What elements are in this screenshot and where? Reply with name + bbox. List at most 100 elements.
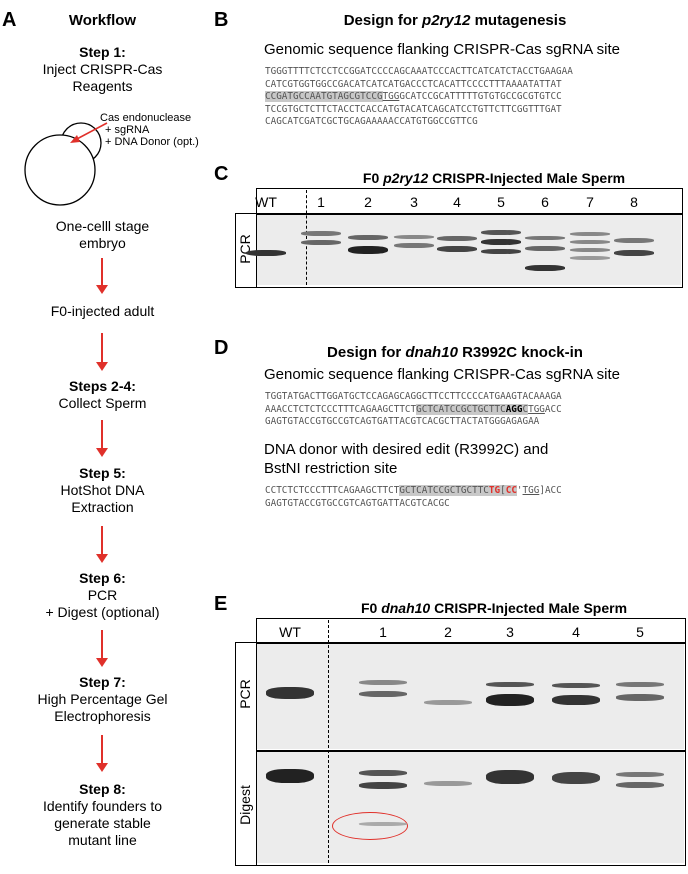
gel-band: [359, 822, 407, 826]
panel-e-lane-label: 5: [636, 624, 644, 640]
panel-c-lane-label: 8: [630, 194, 638, 210]
workflow-title: Workflow: [68, 12, 137, 29]
panel-b-title: Design for p2ry12 mutagenesis: [343, 12, 567, 29]
panel-e-title: F0 dnah10 CRISPR-Injected Male Sperm: [360, 600, 628, 616]
gel-band: [525, 265, 565, 271]
panel-e-lane-label: 3: [506, 624, 514, 640]
step5-block: Step 5: HotShot DNA Extraction: [0, 465, 205, 516]
gel-band: [301, 231, 341, 236]
panel-e-lane-header-line: [256, 642, 686, 644]
gel-band: [486, 770, 534, 784]
gel-band: [246, 250, 286, 256]
panel-c-lane-label: WT: [255, 194, 277, 210]
panel-e-digest-image: [257, 752, 684, 863]
step1-block: Step 1: Inject CRISPR-Cas Reagents: [0, 44, 205, 95]
gel-band: [301, 240, 341, 245]
step6-title: Step 6:: [79, 570, 126, 586]
panel-e-section-line: [235, 750, 686, 752]
gel-band: [570, 248, 610, 252]
reagent-donor: + DNA Donor (opt.): [105, 136, 199, 148]
gel-band: [359, 770, 407, 776]
panel-c-lane-label: 1: [317, 194, 325, 210]
gel-band: [359, 782, 407, 789]
step1-text: Inject CRISPR-Cas Reagents: [42, 61, 163, 94]
step1-title: Step 1:: [79, 44, 126, 60]
gel-band: [616, 682, 664, 687]
arrow-6: [96, 735, 108, 772]
panel-c-label: C: [214, 163, 229, 185]
step5-title: Step 5:: [79, 465, 126, 481]
adult-label: F0-injected adult: [50, 303, 155, 319]
reagent-list: Cas endonuclease + sgRNA + DNA Donor (op…: [100, 112, 199, 148]
panel-c-lane-label: 6: [541, 194, 549, 210]
gel-band: [570, 232, 610, 236]
gel-band: [616, 772, 664, 777]
panel-e-lane-label: 4: [572, 624, 580, 640]
step8-block: Step 8: Identify founders to generate st…: [0, 781, 205, 849]
gel-band: [552, 695, 600, 705]
panel-c-lane-header-line: [256, 213, 683, 215]
step24-text: Collect Sperm: [58, 395, 147, 411]
reagent-cas: Cas endonuclease: [100, 112, 192, 124]
panel-c-wt-divider: [306, 190, 307, 285]
gel-band: [394, 235, 434, 239]
step24-block: Steps 2-4: Collect Sperm: [0, 378, 205, 412]
gel-band: [486, 682, 534, 687]
panel-c-lane-label: 7: [586, 194, 594, 210]
panel-e-lane-label: 1: [379, 624, 387, 640]
cleavage-product-circle: [332, 812, 408, 840]
panel-e-lane-label: 2: [444, 624, 452, 640]
panel-c-lane-label: 5: [497, 194, 505, 210]
panel-e-side-box: [235, 642, 257, 866]
gel-band: [481, 230, 521, 235]
gel-band: [570, 256, 610, 260]
donor-sequence: CCTCTCTCCCTTTCAGAAGCTTCTGCTCATCCGCTGCTTC…: [265, 485, 562, 509]
donor-title: DNA donor with desired edit (R3992C) and…: [264, 441, 549, 477]
step6-line1: PCR: [87, 587, 118, 603]
dnah10-sequence: TGGTATGACTTGGATGCTCCAGAGCAGGCTTCCTTCCCCA…: [265, 391, 562, 428]
gel-band: [616, 694, 664, 701]
panel-d-label: D: [214, 337, 229, 359]
step7-block: Step 7: High Percentage Gel Electrophore…: [0, 674, 205, 725]
arrow-5: [96, 630, 108, 667]
arrow-4: [96, 526, 108, 563]
step5-text: HotShot DNA Extraction: [60, 482, 145, 515]
gel-band: [552, 772, 600, 784]
reagent-sgrna: + sgRNA: [105, 124, 150, 136]
panel-c-lane-label: 2: [364, 194, 372, 210]
gel-band: [348, 235, 388, 240]
gel-band: [570, 240, 610, 244]
panel-e-side-bottom: Digest: [237, 785, 253, 825]
embryo-illustration: [24, 122, 108, 206]
zygote-large-cell: [24, 134, 96, 206]
step6-block: Step 6: PCR + Digest (optional): [0, 570, 205, 621]
panel-c-side-label: PCR: [237, 234, 253, 264]
panel-e-lane-label: WT: [279, 624, 301, 640]
panel-e-label: E: [214, 593, 228, 615]
gel-band: [614, 238, 654, 243]
panel-e-wt-divider: [328, 620, 329, 863]
gel-band: [424, 700, 472, 705]
gel-band: [437, 246, 477, 252]
gel-band: [525, 236, 565, 240]
panel-c-title: F0 p2ry12 CRISPR-Injected Male Sperm: [362, 170, 626, 186]
step8-title: Step 8:: [79, 781, 126, 797]
gel-band: [424, 781, 472, 786]
gel-band: [266, 769, 314, 783]
gel-band: [481, 249, 521, 254]
p2ry12-sequence: TGGGTTTTCTCCTCCGGATCCCCAGCAAATCCCACTTCAT…: [265, 66, 573, 128]
panel-e-side-top: PCR: [237, 679, 253, 709]
step7-text: High Percentage Gel Electrophoresis: [37, 691, 168, 724]
panel-c-lane-label: 3: [410, 194, 418, 210]
arrow-1: [96, 258, 108, 294]
gel-band: [266, 687, 314, 699]
gel-band: [437, 236, 477, 241]
arrow-2: [96, 333, 108, 371]
gel-band: [359, 680, 407, 685]
gel-band: [348, 246, 388, 254]
gel-band: [481, 239, 521, 245]
step8-text: Identify founders to generate stable mut…: [42, 798, 163, 848]
injection-arrow-head: [70, 135, 80, 143]
arrow-3: [96, 420, 108, 457]
panel-b-subtitle: Genomic sequence flanking CRISPR-Cas sgR…: [264, 41, 620, 58]
